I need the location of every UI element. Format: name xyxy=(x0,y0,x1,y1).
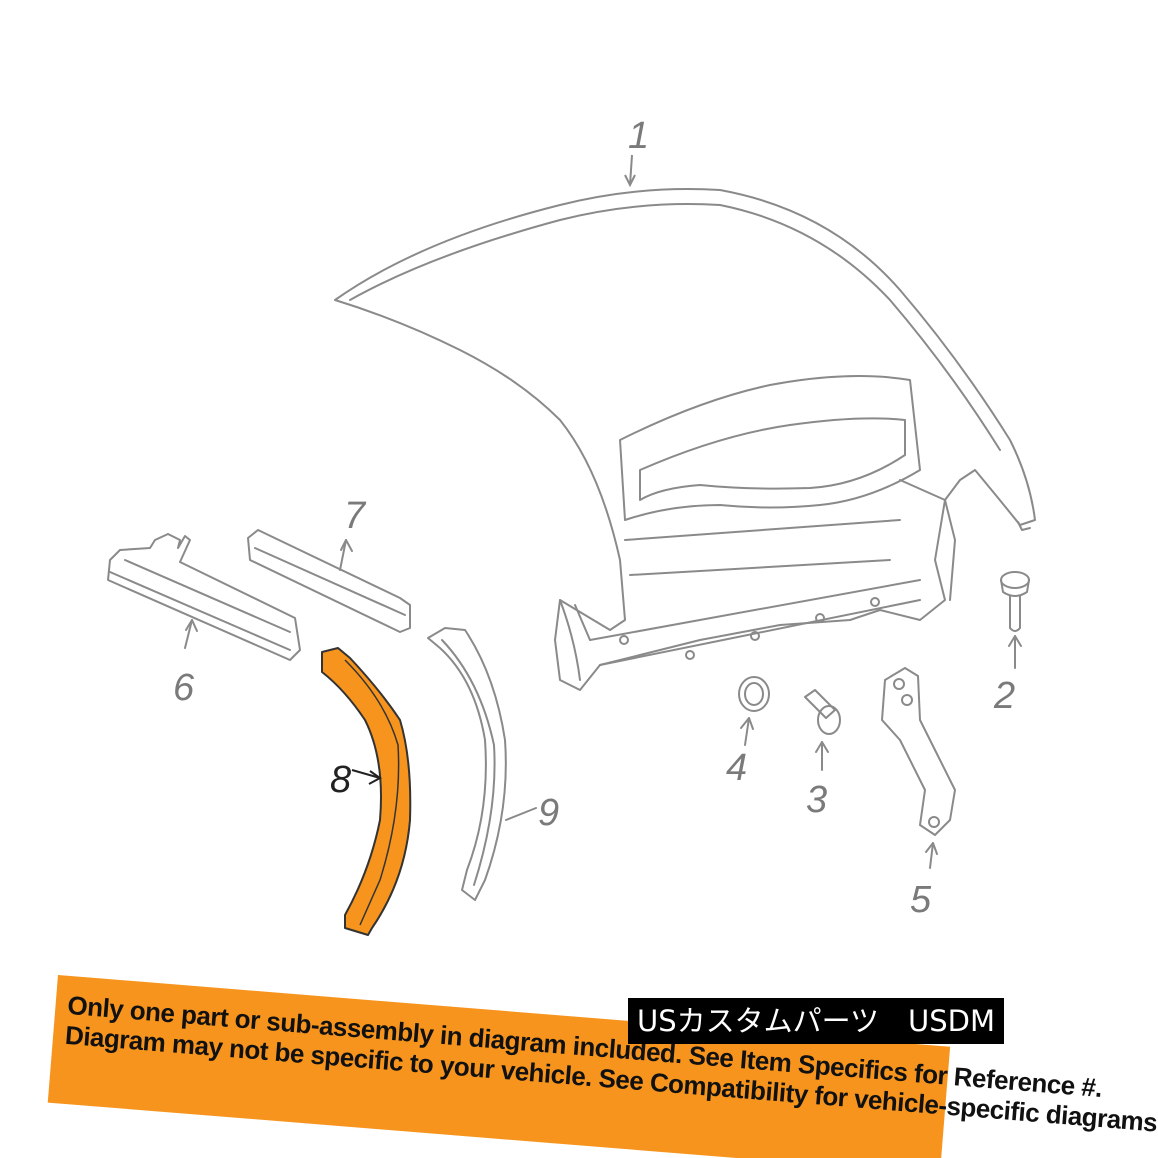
callout-3: 3 xyxy=(806,779,827,821)
callout-5: 5 xyxy=(910,879,932,921)
part-1-hardtop xyxy=(334,188,1036,691)
callout-7: 7 xyxy=(344,495,367,537)
part-7-weatherstrip xyxy=(247,529,411,633)
callout-2: 2 xyxy=(993,675,1015,717)
callout-labels: 1 2 3 4 5 6 7 8 9 xyxy=(173,115,1015,921)
seller-watermark: USカスタムパーツ USDM xyxy=(628,998,1004,1044)
callout-6: 6 xyxy=(173,667,195,709)
part-4-grommet xyxy=(738,676,770,746)
part-6-rail xyxy=(107,533,301,661)
part-9-seal xyxy=(427,627,537,901)
part-3-screw xyxy=(804,689,841,771)
callout-4: 4 xyxy=(726,747,747,789)
callout-8: 8 xyxy=(330,759,351,801)
part-2-bolt xyxy=(1000,571,1030,669)
callout-9: 9 xyxy=(538,792,559,834)
part-8-highlighted xyxy=(321,647,412,936)
callout-1: 1 xyxy=(628,115,649,157)
part-5-bracket xyxy=(881,667,956,869)
callout-1-leader xyxy=(624,154,636,188)
